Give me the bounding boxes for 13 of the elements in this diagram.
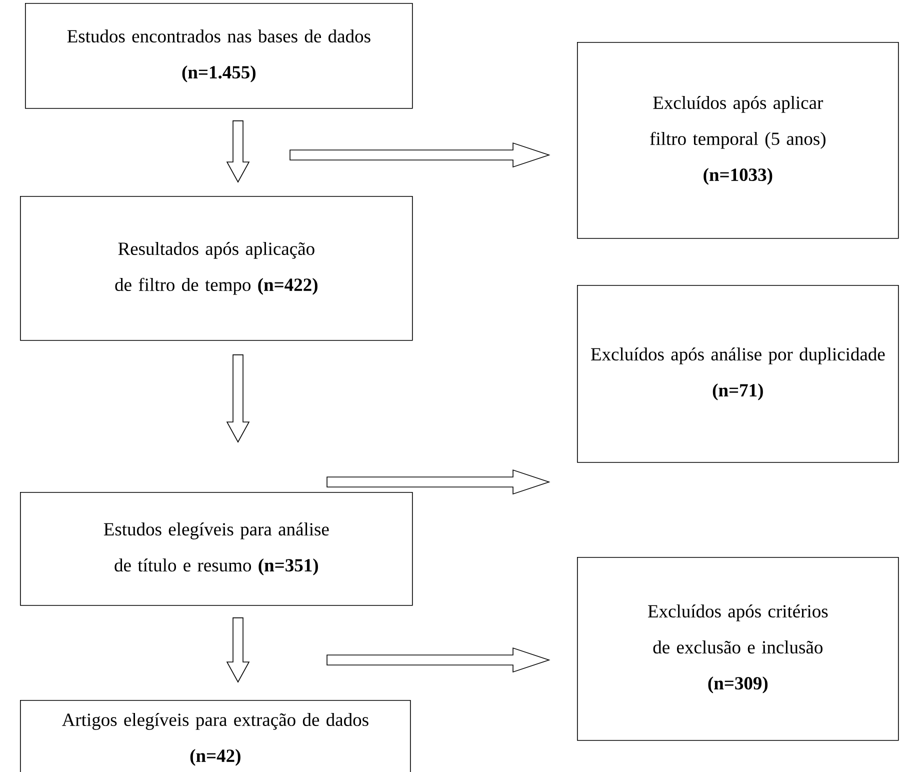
process-box: Excluídos após análise por duplicidade (n=71)	[577, 285, 899, 463]
arrow	[226, 120, 250, 183]
arrow	[226, 617, 250, 683]
process-box: Estudos elegíveis para análise de título e resumo (n=351)	[20, 492, 413, 606]
process-box: Artigos elegíveis para extração de dados (n=42)	[20, 700, 411, 772]
arrow	[290, 142, 550, 168]
arrow	[226, 354, 250, 443]
process-box: Excluídos após aplicar filtro temporal (5 anos) (n=1033)	[577, 42, 899, 239]
process-box: Excluídos após critérios de exclusão e inclusão (n=309)	[577, 557, 899, 741]
arrow	[326, 469, 550, 495]
arrow	[326, 647, 550, 673]
process-box: Estudos encontrados nas bases de dados (n=1.455)	[25, 3, 413, 109]
process-box: Resultados após aplicação de filtro de tempo (n=422)	[20, 196, 413, 341]
